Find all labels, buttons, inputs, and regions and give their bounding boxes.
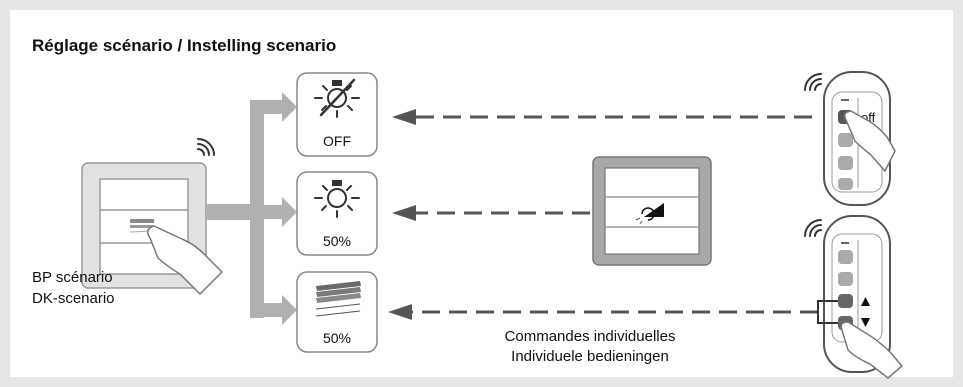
blinds-icon	[315, 281, 361, 317]
triangle-down-icon	[861, 318, 870, 327]
target-label-off: OFF	[323, 133, 351, 149]
dashed-arrow-top	[392, 109, 812, 125]
arrowhead-top	[282, 92, 297, 122]
branch-stem	[206, 204, 252, 220]
arrowhead-bottom	[282, 295, 297, 325]
remote-bracket	[817, 300, 838, 324]
wireless-signal-icon	[804, 73, 822, 91]
remote-button	[838, 156, 853, 170]
remote-bottom	[804, 215, 904, 379]
arrowhead-middle	[282, 197, 297, 227]
target-box-lamp-dimmed: 50%	[296, 171, 378, 256]
branch-middle	[264, 205, 284, 219]
target-label-lamp-percent: 50%	[323, 233, 351, 249]
dimmer-icon	[635, 203, 664, 225]
dimmer-switch	[592, 156, 712, 266]
branch-trunk	[250, 100, 264, 318]
scenario-wall-switch	[81, 138, 224, 296]
individual-commands-fr: Commandes individuelles	[505, 328, 676, 345]
dashed-arrow-bottom	[388, 304, 818, 320]
target-box-blinds: 50%	[296, 271, 378, 353]
dashed-arrowhead	[388, 304, 412, 320]
remote-button	[838, 250, 853, 264]
hand-icon	[147, 225, 224, 296]
scenario-switch-label-nl: DK-scenario	[32, 290, 115, 307]
hand-icon	[844, 110, 896, 173]
triangle-up-icon	[861, 297, 870, 306]
lamp-off-icon	[314, 78, 360, 118]
dashed-arrowhead	[392, 205, 416, 221]
hand-icon	[840, 321, 904, 379]
dimmer-switch-rocker	[604, 167, 700, 255]
dashed-arrow-middle	[392, 205, 590, 221]
individual-commands-nl: Individuele bedieningen	[511, 348, 669, 365]
remote-top: off	[804, 71, 896, 206]
target-label-blinds-percent: 50%	[323, 330, 351, 346]
wireless-signal-icon	[804, 219, 822, 237]
scenario-branch-arrows	[206, 92, 297, 325]
remote-button-up	[838, 294, 853, 308]
branch-bottom	[264, 303, 284, 317]
wireless-signal-icon	[197, 138, 215, 156]
diagram-title: Réglage scénario / Instelling scenario	[32, 36, 336, 55]
remote-button	[838, 133, 853, 147]
lamp-dimmed-icon	[314, 180, 360, 218]
remote-button	[838, 272, 853, 286]
remote-button	[838, 178, 853, 190]
scenario-switch-label-fr: BP scénario	[32, 269, 113, 286]
dashed-arrowhead	[392, 109, 416, 125]
target-box-lamp-off: OFF	[296, 72, 378, 157]
branch-top	[264, 100, 284, 114]
